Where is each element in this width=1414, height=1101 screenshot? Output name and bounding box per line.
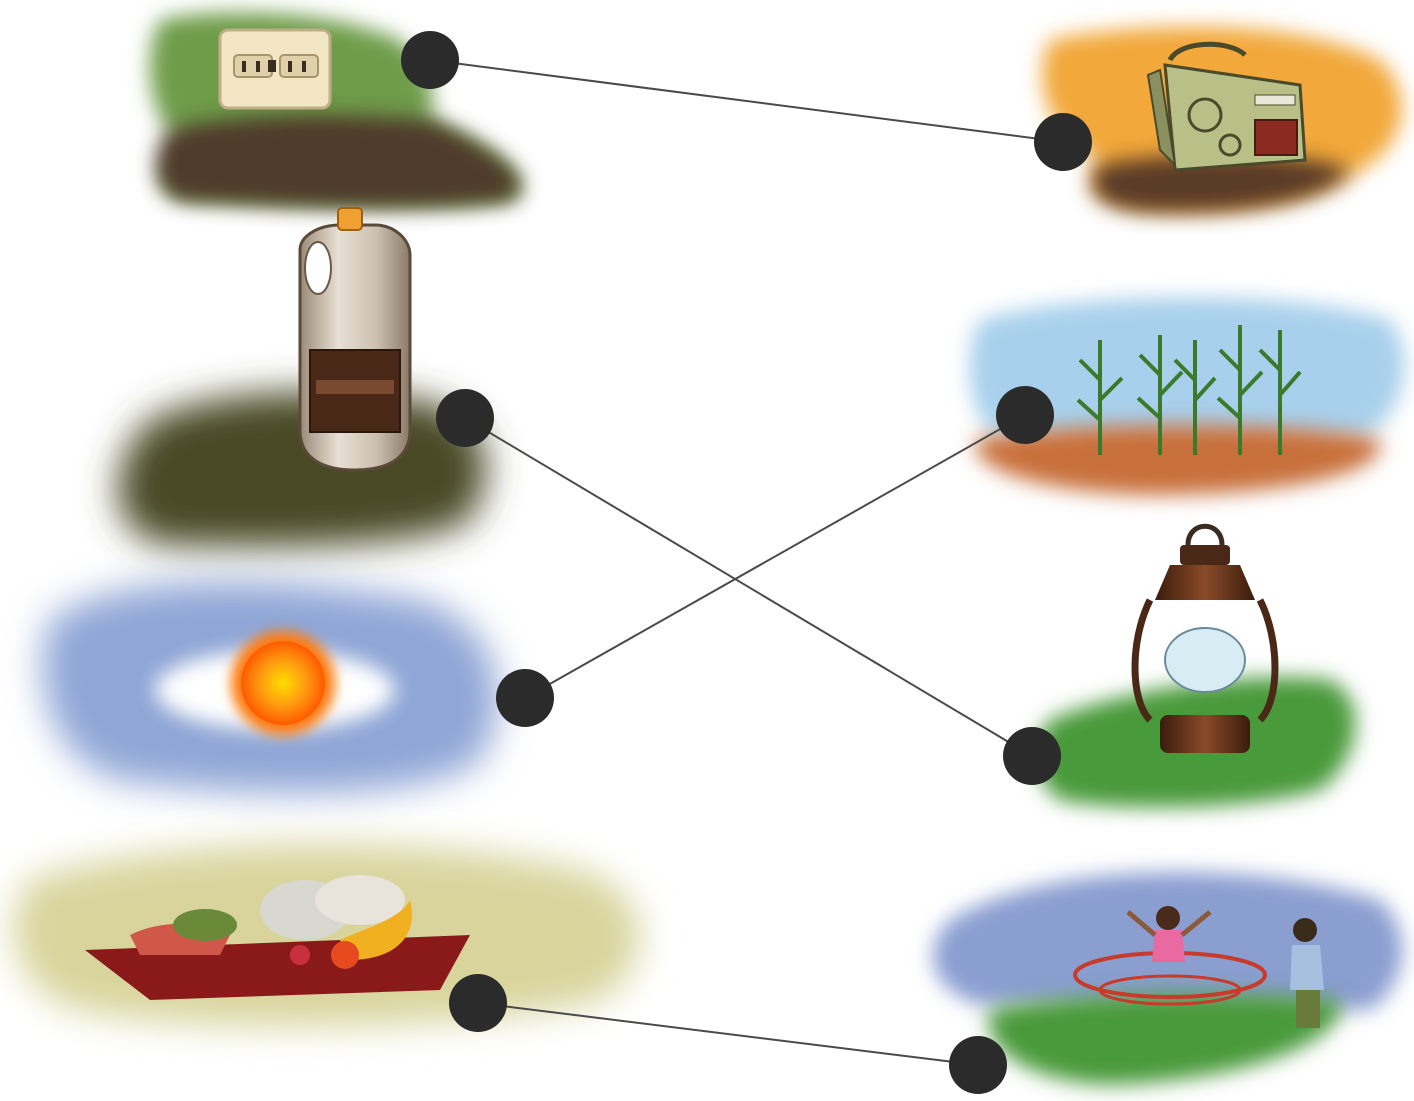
- match-dot-lantern[interactable]: [1003, 727, 1061, 785]
- electric-outlet-icon: [150, 12, 521, 208]
- connection-line-gallon-lantern: [464, 417, 1033, 757]
- match-dot-kids[interactable]: [949, 1036, 1007, 1094]
- connection-line-food-kids: [477, 1002, 979, 1066]
- connection-lines: [429, 59, 1064, 1066]
- match-dot-food[interactable]: [449, 974, 507, 1032]
- children-playing-icon: [933, 872, 1403, 1085]
- connection-line-sun-plants: [524, 414, 1026, 699]
- corn-plants-icon: [969, 297, 1405, 495]
- connection-dots: [401, 31, 1092, 1094]
- match-dot-radio[interactable]: [1034, 113, 1092, 171]
- oil-lantern-icon: [1036, 523, 1356, 808]
- connection-line-outlet-radio: [429, 59, 1064, 143]
- radio-icon: [1042, 26, 1402, 213]
- food-tray-icon: [14, 844, 640, 1027]
- match-dot-plants[interactable]: [996, 386, 1054, 444]
- match-dot-sun[interactable]: [496, 669, 554, 727]
- sun-icon: [42, 581, 498, 794]
- fuel-gallon-icon: [117, 207, 487, 547]
- match-dot-gallon[interactable]: [436, 389, 494, 447]
- match-dot-outlet[interactable]: [401, 31, 459, 89]
